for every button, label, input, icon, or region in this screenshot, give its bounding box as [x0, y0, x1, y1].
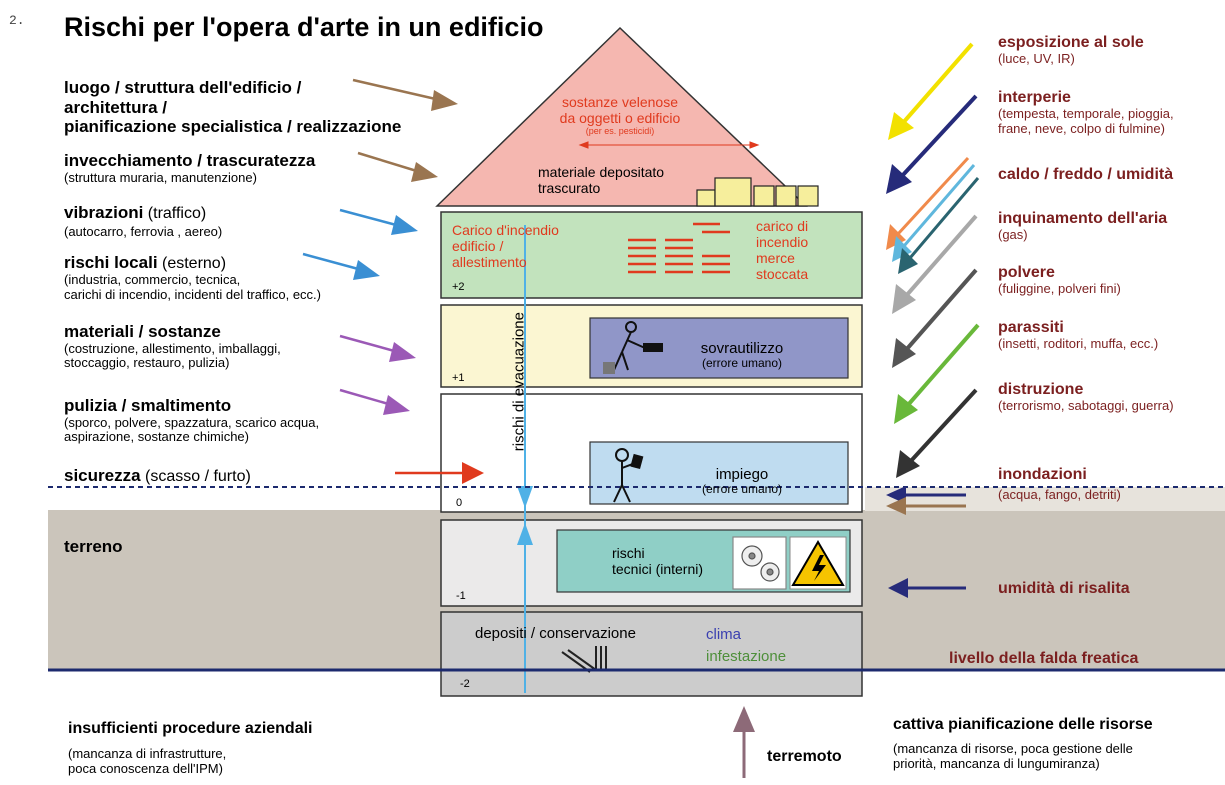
gears-icon [732, 536, 787, 590]
label-weather: interperie(tempesta, temporale, pioggia,… [998, 89, 1174, 137]
label-rising-damp: umidità di risalita [998, 580, 1130, 597]
label-local-risks: rischi locali (esterno) (industria, comm… [64, 253, 321, 303]
label-destruction: distruzione(terrorismo, sabotaggi, guerr… [998, 381, 1174, 414]
label-pests: parassiti(insetti, roditori, muffa, ecc.… [998, 319, 1159, 352]
evacuation-arrow-up [517, 523, 533, 545]
right-arrows [886, 42, 980, 598]
label-air-pollution: inquinamento dell'aria(gas) [998, 210, 1168, 243]
label-ground: terreno [64, 537, 123, 556]
climate-label: clima [706, 626, 742, 643]
evacuation-label: rischi di evacuazione [510, 312, 528, 452]
earthquake-arrow-head [733, 706, 755, 732]
label-materials: materiali / sostanze (costruzione, alles… [64, 322, 281, 371]
use-label: impiego(errore umano) [701, 466, 783, 497]
roof [435, 26, 808, 207]
fire-load-stacks [628, 222, 730, 274]
high-voltage-warning-icon [789, 536, 847, 590]
label-location: luogo / struttura dell'edificio / archit… [64, 78, 402, 137]
infestation-label: infestazione [706, 648, 787, 665]
person-overuse-icon [603, 321, 663, 374]
bottom-right-note: cattiva pianificazione delle risorse (ma… [893, 716, 1153, 772]
floor-minus2 [440, 611, 863, 697]
level-plus1: +1 [452, 372, 465, 384]
person-use-icon [613, 448, 644, 503]
label-floods: inondazioni(acqua, fango, detriti) [998, 466, 1121, 503]
earthquake-label: terremoto [767, 748, 842, 765]
page-title: Rischi per l'opera d'arte in un edificio [64, 12, 544, 42]
use-box [589, 441, 849, 505]
label-dust: polvere(fuliggine, polveri fini) [998, 264, 1121, 297]
level-minus1: -1 [456, 590, 466, 602]
label-sun: esposizione al sole(luce, UV, IR) [998, 34, 1144, 67]
label-climate: caldo / freddo / umidità [998, 166, 1174, 183]
evacuation-arrow-down [517, 486, 533, 508]
overuse-label: sovrautilizzo(errore umano) [700, 340, 784, 371]
left-arrows [302, 78, 484, 484]
label-security: sicurezza (scasso / furto) [64, 466, 251, 485]
label-aging: invecchiamento / trascuratezza (struttur… [64, 151, 316, 185]
label-water-table: livello della falda freatica [949, 650, 1139, 667]
bottom-left-note: insufficienti procedure aziendali (manca… [68, 720, 313, 777]
level-plus2: +2 [452, 281, 465, 293]
overuse-box [589, 317, 849, 379]
toxic-double-arrow [578, 141, 760, 149]
label-vibration: vibrazioni (traffico) (autocarro, ferrov… [64, 203, 223, 240]
level-minus2: -2 [460, 678, 470, 690]
label-cleaning: pulizia / smaltimento (sporco, polvere, … [64, 396, 320, 445]
storage-label: depositi / conservazione [475, 625, 636, 642]
figure-number: 2. [9, 13, 25, 28]
deposit-boxes [696, 177, 819, 207]
level-0: 0 [456, 497, 463, 509]
